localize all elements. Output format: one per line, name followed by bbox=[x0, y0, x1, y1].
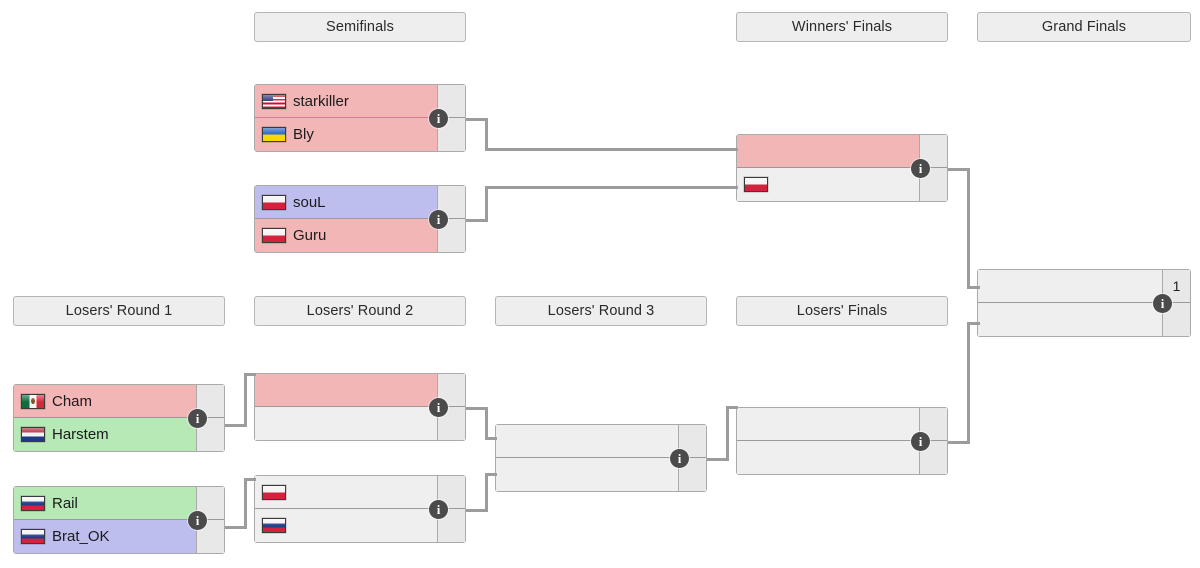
player-name: starkiller bbox=[293, 92, 349, 110]
match-info-icon[interactable]: i bbox=[911, 432, 930, 451]
match-slot-top[interactable] bbox=[737, 408, 947, 441]
flag-us-icon bbox=[262, 93, 286, 109]
match-info-icon[interactable]: i bbox=[670, 449, 689, 468]
connector-lr3-rise bbox=[726, 406, 729, 461]
connector-lr1a-out bbox=[225, 424, 247, 427]
match-semifinal-1[interactable]: starkiller Bly i bbox=[254, 84, 466, 152]
flag-pl-icon bbox=[744, 177, 768, 192]
connector-lf-rise bbox=[967, 322, 970, 444]
score-top bbox=[438, 186, 465, 219]
connector-lr2b-to-lr3 bbox=[485, 473, 497, 476]
match-losers-finals[interactable]: i bbox=[736, 407, 948, 475]
score-top bbox=[197, 385, 224, 418]
connector-wf-to-gf bbox=[967, 286, 980, 289]
score-top bbox=[197, 487, 224, 520]
connector-lr1a-to-lr2a bbox=[244, 373, 256, 376]
connector-sf1-to-wf bbox=[485, 148, 738, 151]
round-header-losers-round-1[interactable]: Losers' Round 1 bbox=[13, 296, 225, 326]
connector-sf1-drop bbox=[485, 118, 488, 151]
connector-lr2b-rise bbox=[485, 473, 488, 512]
player-name: souL bbox=[293, 193, 326, 211]
flag-pl-icon bbox=[262, 484, 286, 500]
player-name: Bly bbox=[293, 126, 314, 143]
flag-ru-icon bbox=[21, 495, 45, 511]
score-top bbox=[438, 476, 465, 509]
connector-lr2b-out bbox=[466, 509, 488, 512]
match-losers-round-1-a[interactable]: Cham Harstem i bbox=[13, 384, 225, 452]
round-header-losers-finals[interactable]: Losers' Finals bbox=[736, 296, 948, 326]
score-top bbox=[920, 135, 947, 168]
connector-wf-out bbox=[948, 168, 970, 171]
connector-lr1b-to-lr2b bbox=[244, 478, 256, 481]
match-info-icon[interactable]: i bbox=[429, 210, 448, 229]
match-losers-round-1-b[interactable]: Rail Brat_OK i bbox=[13, 486, 225, 554]
connector-lr1b-out bbox=[225, 526, 247, 529]
connector-lr1b-rise bbox=[244, 478, 247, 529]
match-info-icon[interactable]: i bbox=[429, 109, 448, 128]
score-top bbox=[438, 85, 465, 118]
match-losers-round-2-b[interactable]: i bbox=[254, 475, 466, 543]
round-header-grand-finals[interactable]: Grand Finals bbox=[977, 12, 1191, 42]
connector-lr1a-rise bbox=[244, 373, 247, 427]
match-losers-round-2-a[interactable]: i bbox=[254, 373, 466, 441]
connector-lr3-out bbox=[707, 458, 729, 461]
player-name: Cham bbox=[52, 392, 93, 410]
connector-sf2-to-wf bbox=[485, 186, 738, 189]
match-info-icon[interactable]: i bbox=[429, 500, 448, 519]
connector-sf2-rise bbox=[485, 186, 488, 222]
match-info-icon[interactable]: i bbox=[188, 511, 207, 530]
flag-ru-icon bbox=[21, 529, 45, 544]
connector-wf-drop bbox=[967, 168, 970, 288]
match-slot-top[interactable]: Rail bbox=[14, 487, 224, 520]
round-header-losers-round-2[interactable]: Losers' Round 2 bbox=[254, 296, 466, 326]
flag-pl-icon bbox=[262, 194, 286, 210]
score-top bbox=[679, 425, 706, 458]
connector-lf-to-gf bbox=[967, 322, 980, 325]
round-header-winners-finals[interactable]: Winners' Finals bbox=[736, 12, 948, 42]
connector-lr3-to-lf bbox=[726, 406, 738, 409]
connector-lr2a-drop bbox=[485, 407, 488, 440]
connector-lf-out bbox=[948, 441, 970, 444]
score-top bbox=[438, 374, 465, 407]
flag-mx-icon bbox=[21, 393, 45, 409]
connector-sf1-out bbox=[466, 118, 488, 121]
match-info-icon[interactable]: i bbox=[188, 409, 207, 428]
match-losers-round-3[interactable]: i bbox=[495, 424, 707, 492]
score-top: 1 bbox=[1163, 270, 1190, 303]
match-winners-finals[interactable]: i bbox=[736, 134, 948, 202]
player-name: Harstem bbox=[52, 426, 109, 443]
round-header-semifinals[interactable]: Semifinals bbox=[254, 12, 466, 42]
flag-ua-icon bbox=[262, 127, 286, 142]
connector-lr2a-out bbox=[466, 407, 488, 410]
player-name: Rail bbox=[52, 494, 78, 512]
match-info-icon[interactable]: i bbox=[429, 398, 448, 417]
flag-nl-icon bbox=[21, 427, 45, 442]
flag-pl-icon bbox=[262, 228, 286, 243]
score-top bbox=[920, 408, 947, 441]
player-name: Guru bbox=[293, 227, 327, 244]
flag-ru-icon bbox=[262, 518, 286, 533]
connector-lr2a-to-lr3 bbox=[485, 437, 497, 440]
player-name: Brat_OK bbox=[52, 528, 110, 545]
match-info-icon[interactable]: i bbox=[1153, 294, 1172, 313]
match-info-icon[interactable]: i bbox=[911, 159, 930, 178]
match-semifinal-2[interactable]: souL Guru i bbox=[254, 185, 466, 253]
connector-sf2-out bbox=[466, 219, 488, 222]
match-grand-finals[interactable]: 1 i bbox=[977, 269, 1191, 337]
round-header-losers-round-3[interactable]: Losers' Round 3 bbox=[495, 296, 707, 326]
